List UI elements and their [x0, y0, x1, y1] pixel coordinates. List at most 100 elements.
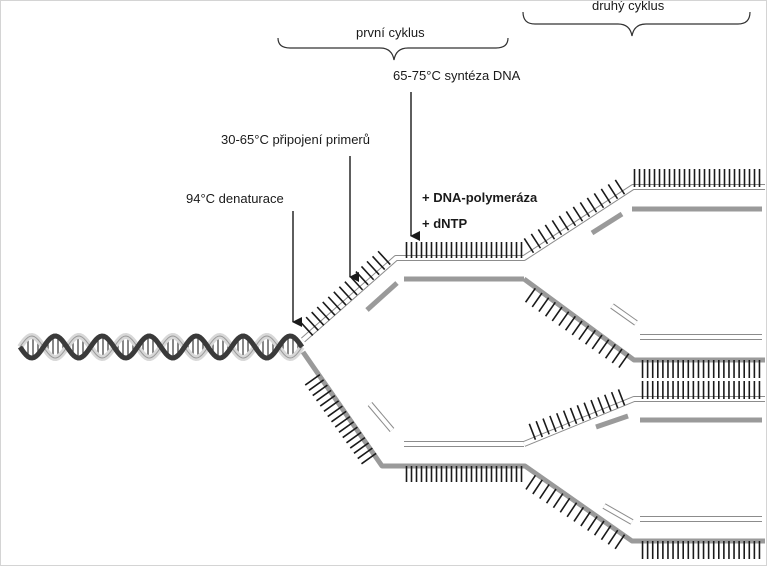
rung-b2-diag [584, 329, 596, 345]
rung-b4-diag [593, 520, 605, 536]
rung-b3-diag [549, 415, 557, 433]
rung-b3-diag [576, 405, 585, 422]
rung-b3-diag [562, 410, 571, 427]
rung-upper-diag [338, 286, 353, 301]
primer-b4 [603, 504, 633, 524]
primer-lower [368, 402, 394, 432]
rung-b2-diag [618, 353, 630, 369]
rung-upper-diag [305, 316, 319, 331]
lower-template-strand [300, 350, 765, 544]
rung-b2-diag [598, 339, 610, 355]
helix-backbone-dark [17, 333, 305, 361]
label-denaturation: 94°C denaturace [186, 191, 284, 206]
label-annealing: 30-65°C připojení primerů [221, 132, 370, 147]
rung-lower-diag [338, 421, 355, 433]
rung-b1-diag [579, 202, 591, 218]
rung-b3-diag [610, 391, 619, 409]
rung-upper-diag [371, 255, 386, 271]
rung-b3-diag [569, 407, 578, 425]
rung-b4-diag [580, 511, 591, 527]
rung-lower-diag [312, 384, 328, 397]
rung-b2-diag [591, 334, 603, 350]
rung-b1-diag [530, 233, 542, 249]
rung-b4-diag [607, 529, 619, 545]
brace-first-cycle [277, 37, 509, 61]
rung-upper-diag [344, 281, 358, 296]
rung-upper-diag [366, 260, 380, 276]
rung-b2-diag [524, 287, 536, 303]
rung-upper-diag [311, 311, 325, 326]
rung-b4-diag [552, 493, 564, 509]
rung-b4-diag [525, 474, 537, 490]
upper-template-strand [301, 185, 765, 342]
rung-b4-diag [532, 479, 543, 495]
rung-lower-diag [342, 426, 358, 439]
rung-b2-diag [611, 348, 623, 364]
rung-b4-diag [587, 515, 598, 532]
rung-upper-diag [355, 270, 369, 286]
primer-b1 [590, 211, 624, 236]
rung-lower-diag [357, 447, 373, 460]
rung-b2-diag [538, 297, 550, 313]
rung-b1-diag [586, 197, 598, 213]
rung-b3-diag [528, 423, 537, 440]
rung-b2-diag [578, 325, 590, 341]
rung-lower-diag [334, 415, 351, 428]
rung-b2-diag [531, 292, 543, 308]
rung-upper-diag [360, 265, 375, 281]
rung-b3-diag [617, 389, 626, 406]
rung-b1-diag [544, 224, 556, 240]
rung-lower-diag [327, 405, 343, 418]
rung-b4-diag [539, 483, 550, 500]
label-first-cycle: první cyklus [356, 25, 425, 40]
rung-b4-diag [545, 488, 557, 504]
rung-b4-diag [614, 534, 626, 550]
rung-lower-diag [353, 442, 370, 454]
brace-second-cycle [522, 11, 751, 37]
primer-upper [365, 281, 399, 312]
label-dntp: + dNTP [422, 216, 467, 231]
b2-template [522, 276, 765, 363]
rung-b1-diag [614, 179, 626, 195]
rung-lower-diag [319, 394, 336, 407]
rung-b2-diag [551, 306, 563, 322]
rung-b2-diag [544, 301, 556, 317]
rung-b1-diag [537, 229, 549, 245]
rung-lower-diag [346, 431, 362, 444]
rung-lower-diag [331, 410, 347, 423]
primer-b2 [610, 304, 638, 325]
rung-b1-diag [607, 184, 619, 200]
rung-b3-diag [583, 402, 592, 419]
rung-upper-diag [333, 291, 347, 306]
rung-b3-diag [603, 394, 612, 411]
rung-b3-diag [590, 399, 598, 417]
primer-b3 [595, 413, 629, 430]
rung-b1-diag [600, 188, 612, 204]
rung-b2-diag [604, 343, 616, 359]
dna-double-helix [17, 332, 305, 362]
rung-b2-diag [571, 320, 583, 336]
rung-upper-diag [300, 321, 314, 337]
rung-b1-diag [593, 193, 605, 209]
rung-b4-diag [566, 502, 578, 518]
rung-b3-diag [555, 412, 564, 430]
rung-b1-diag [565, 211, 577, 227]
rung-b1-diag [523, 238, 535, 254]
rung-lower-diag [316, 389, 332, 402]
rung-lower-diag [323, 400, 340, 412]
label-dna-polymerase: + DNA-polymeráza [422, 190, 538, 205]
rung-upper-diag [377, 250, 391, 266]
rung-b4-diag [559, 497, 571, 513]
label-second-cycle: druhý cyklus [592, 0, 665, 13]
rung-b3-diag [542, 418, 550, 435]
rung-b3-diag [535, 420, 544, 438]
rung-upper-diag [316, 306, 330, 321]
label-synthesis: 65-75°C syntéza DNA [393, 68, 521, 83]
rung-lower-diag [361, 452, 377, 465]
rung-lower-diag [349, 436, 366, 449]
rung-lower-diag [308, 379, 325, 391]
rung-upper-diag [327, 296, 342, 311]
rung-b1-diag [551, 220, 563, 236]
